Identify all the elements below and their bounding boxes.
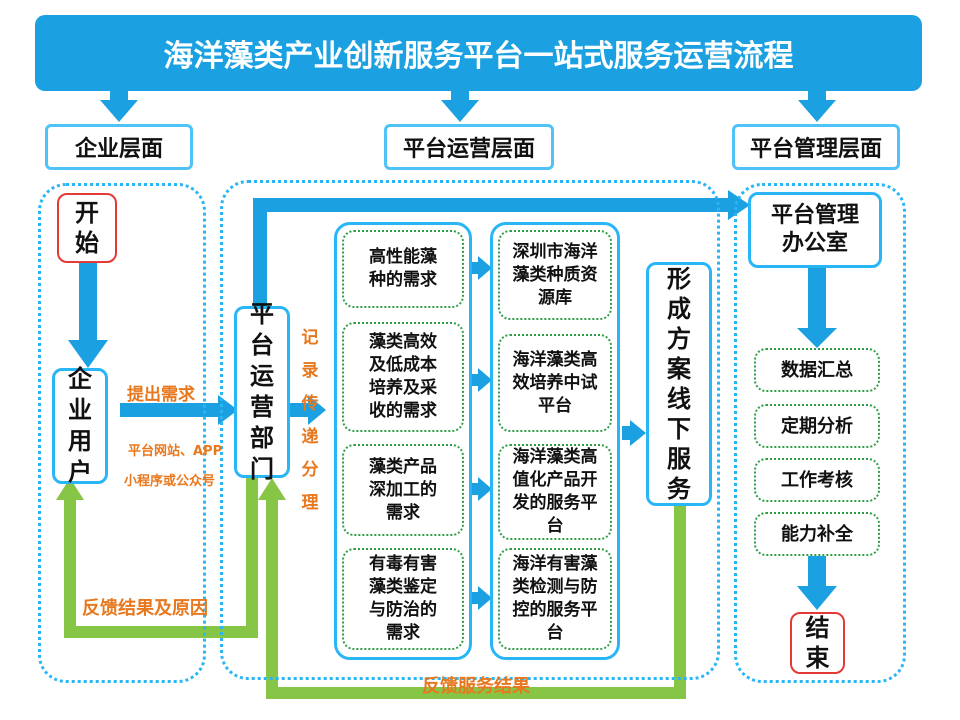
need-item: 有毒有害藻类鉴定与防治的需求 <box>342 548 464 650</box>
channel-label-1: 平台网站、APP <box>128 444 223 459</box>
record-transfer-label: 记录传递分理 <box>301 328 319 513</box>
feedback-reason-label: 反馈结果及原因 <box>82 598 208 619</box>
service-item: 海洋藻类高效培养中试平台 <box>498 334 612 432</box>
zone-enterprise <box>38 183 206 683</box>
need-item: 藻类高效及低成本培养及采收的需求 <box>342 322 464 432</box>
enterprise-user-box: 企业用户 <box>52 365 108 486</box>
service-item: 深圳市海洋藻类种质资源库 <box>498 230 612 320</box>
layer-platform-ops: 平台运营层面 <box>384 124 554 170</box>
start-node: 开始 <box>57 193 117 263</box>
mgmt-step: 能力补全 <box>754 512 880 556</box>
mgmt-step: 定期分析 <box>754 404 880 448</box>
need-item: 高性能藻种的需求 <box>342 230 464 308</box>
service-item: 海洋藻类高值化产品开发的服务平台 <box>498 444 612 540</box>
zone-platform-mgmt <box>734 183 906 683</box>
submit-demand-label: 提出需求 <box>127 385 195 405</box>
platform-ops-dept-box: 平台运营部门 <box>234 300 290 483</box>
service-item: 海洋有害藻类检测与防控的服务平台 <box>498 548 612 650</box>
zone-platform-ops <box>220 180 720 680</box>
feedback-service-label: 反馈服务结果 <box>422 676 530 697</box>
channel-label-2: 小程序或公众号 <box>124 474 216 489</box>
need-item: 藻类产品深加工的需求 <box>342 444 464 536</box>
page-title: 海洋藻类产业创新服务平台一站式服务运营流程 <box>35 15 922 91</box>
layer-platform-mgmt: 平台管理层面 <box>732 124 900 170</box>
mgmt-step: 工作考核 <box>754 458 880 502</box>
solution-box: 形成方案线下服务 <box>646 262 712 506</box>
mgmt-step: 数据汇总 <box>754 348 880 392</box>
end-node: 结束 <box>790 612 845 674</box>
mgmt-office-box: 平台管理办公室 <box>748 192 882 268</box>
layer-enterprise: 企业层面 <box>45 124 193 170</box>
